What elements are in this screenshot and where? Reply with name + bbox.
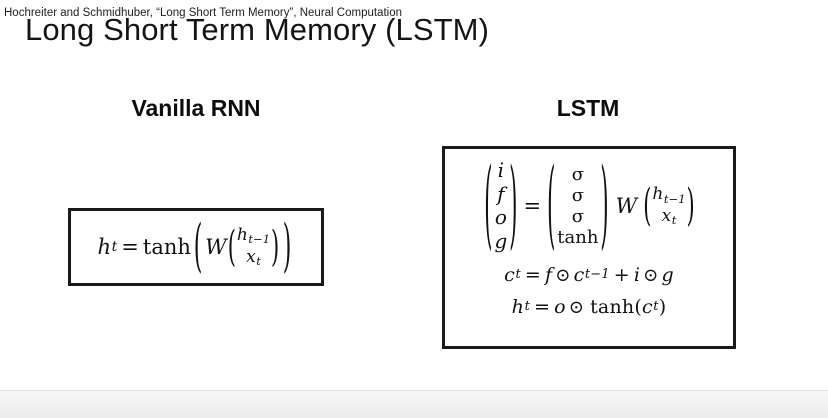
rnn-lhs-subscript: t bbox=[111, 238, 118, 255]
lstm-hidden-equals: = bbox=[534, 296, 551, 319]
lstm-activation-2: σ bbox=[571, 184, 584, 206]
lstm-input-row-2-var: x bbox=[661, 206, 672, 227]
rnn-vector-row-2-sub: t bbox=[256, 254, 261, 269]
lstm-gate-g: g bbox=[494, 228, 508, 253]
lstm-input-row-2-sub: t bbox=[671, 213, 677, 228]
lstm-input-close-paren: ) bbox=[686, 179, 695, 231]
rnn-equals-sign: = bbox=[121, 234, 139, 259]
rnn-tanh-label: tanh bbox=[142, 234, 191, 259]
lstm-hidden-output-var: o bbox=[554, 296, 566, 319]
lstm-input-row-2: xt bbox=[662, 206, 677, 228]
rnn-outer-open-paren: ( bbox=[193, 213, 203, 279]
lstm-hidden-lhs-var: h bbox=[511, 296, 525, 319]
lstm-activation-4: tanh bbox=[557, 227, 599, 249]
footer-bar bbox=[0, 390, 828, 418]
lstm-input-row-1-var: h bbox=[652, 184, 664, 205]
lstm-weight-matrix: W bbox=[615, 193, 638, 218]
lstm-hidden-hadamard: ⊙ bbox=[568, 296, 585, 318]
lstm-activation-vector: σ σ σ tanh bbox=[557, 164, 598, 249]
lstm-input-row-1-sub: t−1 bbox=[663, 191, 686, 206]
lstm-activation-close-paren: ) bbox=[600, 148, 609, 260]
rnn-vector-row-2-var: x bbox=[246, 247, 256, 267]
lstm-hidden-cell-var: c bbox=[641, 296, 653, 319]
lstm-cell-hadamard-2: ⊙ bbox=[643, 264, 659, 286]
rnn-inner-open-paren: ( bbox=[227, 222, 236, 270]
rnn-vector-row-1-sub: t−1 bbox=[248, 232, 271, 247]
lstm-gate-o: o bbox=[494, 205, 507, 230]
rnn-outer-close-paren: ) bbox=[283, 213, 292, 279]
page-title: Long Short Term Memory (LSTM) bbox=[25, 12, 490, 47]
section-heading-vanilla-rnn: Vanilla RNN bbox=[131, 95, 261, 121]
lstm-gate-vector: i f o g bbox=[494, 158, 508, 253]
lstm-cell-hadamard-1: ⊙ bbox=[555, 264, 571, 286]
lstm-hidden-open-paren: ( bbox=[634, 296, 642, 319]
lstm-cell-prev-var: c bbox=[573, 264, 585, 287]
rnn-input-vector: ht−1 xt bbox=[237, 225, 270, 269]
lstm-gate-equation: ( i f o g ) = ( σ σ σ tanh ) W ( ht−1 xt bbox=[482, 148, 696, 260]
rnn-vector-row-1-var: h bbox=[236, 225, 248, 246]
lstm-input-vector: ht−1 xt bbox=[652, 184, 685, 228]
lstm-formula-box: ( i f o g ) = ( σ σ σ tanh ) W ( ht−1 xt bbox=[442, 146, 736, 349]
lstm-gate-f: f bbox=[497, 181, 505, 206]
lstm-cell-gate-var: g bbox=[661, 264, 674, 287]
lstm-cell-input-var: i bbox=[633, 264, 641, 287]
lstm-gate-open-paren: ( bbox=[484, 148, 493, 260]
lstm-hidden-lhs-sub: t bbox=[524, 299, 530, 315]
rnn-vector-row-2: xt bbox=[246, 247, 261, 269]
lstm-gate-close-paren: ) bbox=[509, 148, 518, 260]
rnn-inner-close-paren: ) bbox=[271, 222, 280, 270]
lstm-hidden-cell-sub: t bbox=[653, 299, 659, 315]
lstm-activation-1: σ bbox=[571, 163, 584, 185]
lstm-cell-prev-sub: t−1 bbox=[584, 267, 610, 283]
lstm-gate-i: i bbox=[497, 158, 505, 182]
footer-citation: Hochreiter and Schmidhuber, “Long Short … bbox=[4, 7, 402, 19]
lstm-activation-3: σ bbox=[571, 206, 584, 228]
lstm-cell-plus: + bbox=[613, 264, 630, 287]
lstm-cell-forget-var: f bbox=[545, 264, 553, 287]
lstm-input-open-paren: ( bbox=[643, 179, 652, 231]
rnn-weight-matrix: W bbox=[205, 234, 227, 259]
lstm-hidden-tanh-label: tanh bbox=[590, 296, 635, 319]
section-heading-lstm: LSTM bbox=[556, 95, 620, 121]
lstm-cell-lhs-var: c bbox=[504, 264, 516, 287]
lstm-cell-equals: = bbox=[524, 264, 542, 287]
lstm-input-row-1: ht−1 bbox=[652, 184, 685, 206]
lstm-equals-sign: = bbox=[523, 193, 542, 218]
lstm-activation-open-paren: ( bbox=[547, 148, 556, 260]
rnn-lhs-variable: h bbox=[97, 234, 112, 259]
rnn-vector-row-1: ht−1 bbox=[237, 225, 270, 247]
lstm-hidden-close-paren: ) bbox=[658, 296, 667, 319]
lstm-cell-lhs-sub: t bbox=[515, 267, 521, 283]
